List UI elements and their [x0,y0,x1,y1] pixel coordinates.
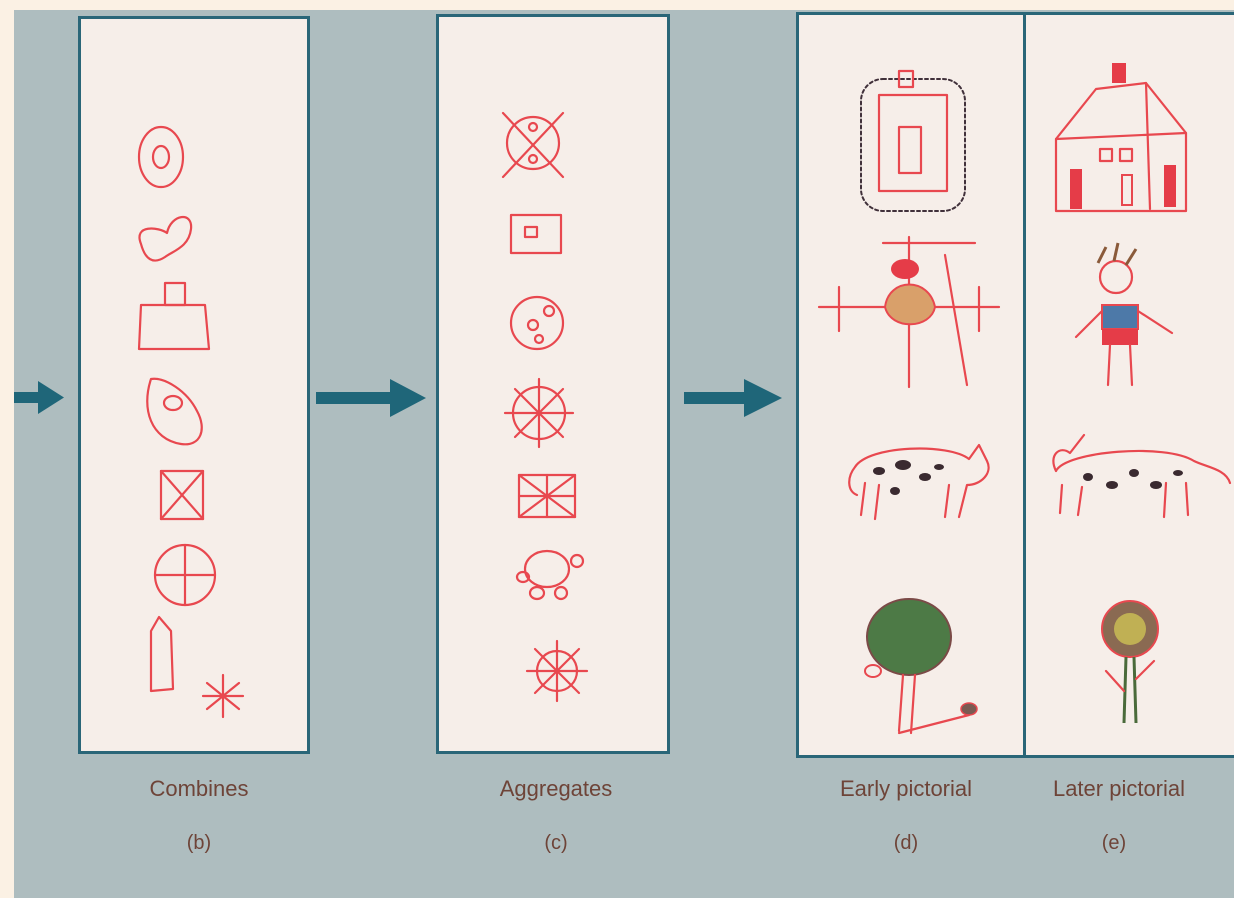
caption-combines: Combines [149,776,249,801]
panel-aggregates [436,14,670,754]
label-c: (c) [544,832,568,854]
arrow-aggregates-to-pictorial-icon [684,379,782,417]
caption-later-pictorial: Later pictorial [1052,776,1186,801]
arrow-into-combines-icon [14,381,64,414]
caption-aggregates: Aggregates [499,776,613,801]
figure-stage: Combines (b) Aggregates (c) Early pictor… [14,10,1234,898]
label-b: (b) [186,832,212,854]
label-e: (e) [1101,832,1127,854]
combines-scribbles-drawing [137,125,245,719]
caption-early-pictorial: Early pictorial [839,776,973,801]
panel-combines [78,16,310,754]
panel-early-pictorial [796,12,1026,758]
panel-later-pictorial [1023,12,1234,758]
aggregates-scribbles-drawing [501,111,589,703]
early-pictorial-drawing [817,69,1001,735]
label-d: (d) [893,832,919,854]
arrow-combines-to-aggregates-icon [316,379,426,417]
later-pictorial-drawing [1052,63,1232,724]
